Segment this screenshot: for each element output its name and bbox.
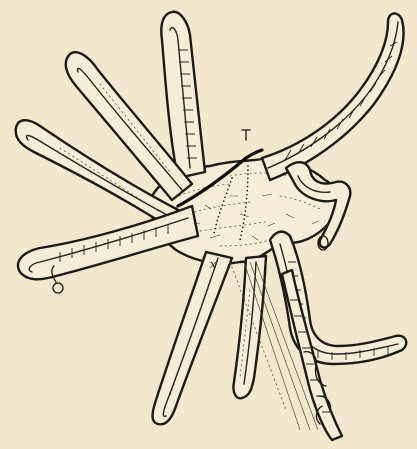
arm-bottom-middle <box>233 256 266 398</box>
arm-lower-left <box>18 206 198 293</box>
arm-right-top <box>262 13 404 180</box>
arm-bottom-left <box>153 252 233 424</box>
label-x: x <box>210 258 217 271</box>
